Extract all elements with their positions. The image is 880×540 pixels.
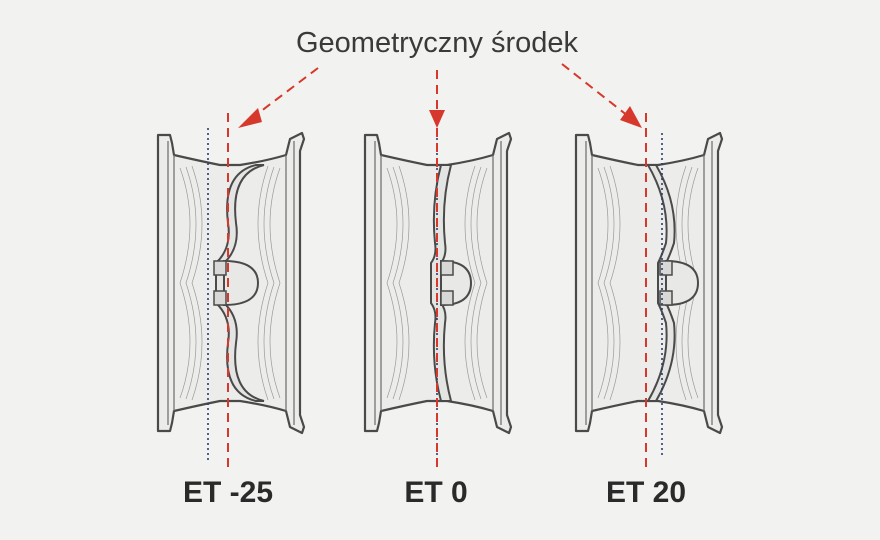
wheel-2: [363, 113, 513, 468]
rim-body: [574, 131, 724, 435]
wheel-3-label: ET 20: [606, 476, 686, 509]
wheel-1: [156, 113, 306, 468]
wheel-disc: [215, 164, 265, 402]
wheel-1-label: ET -25: [183, 476, 273, 509]
bolt: [440, 260, 454, 276]
diagram-title: Geometryczny środek: [296, 27, 579, 59]
arrow-left: [251, 67, 319, 119]
hub-cap: [223, 259, 260, 307]
bolt: [213, 290, 227, 306]
bolt: [659, 260, 673, 276]
bolt: [659, 290, 673, 306]
arrow-right: [561, 63, 629, 117]
wheel-2-label: ET 0: [404, 476, 467, 509]
bolt: [213, 260, 227, 276]
hub-cap: [665, 259, 700, 307]
wheel-3: [574, 113, 724, 468]
arrow-right-head: [620, 106, 642, 128]
title-arrows: [238, 63, 642, 128]
bolt: [440, 290, 454, 306]
arrow-left-head: [238, 108, 262, 128]
